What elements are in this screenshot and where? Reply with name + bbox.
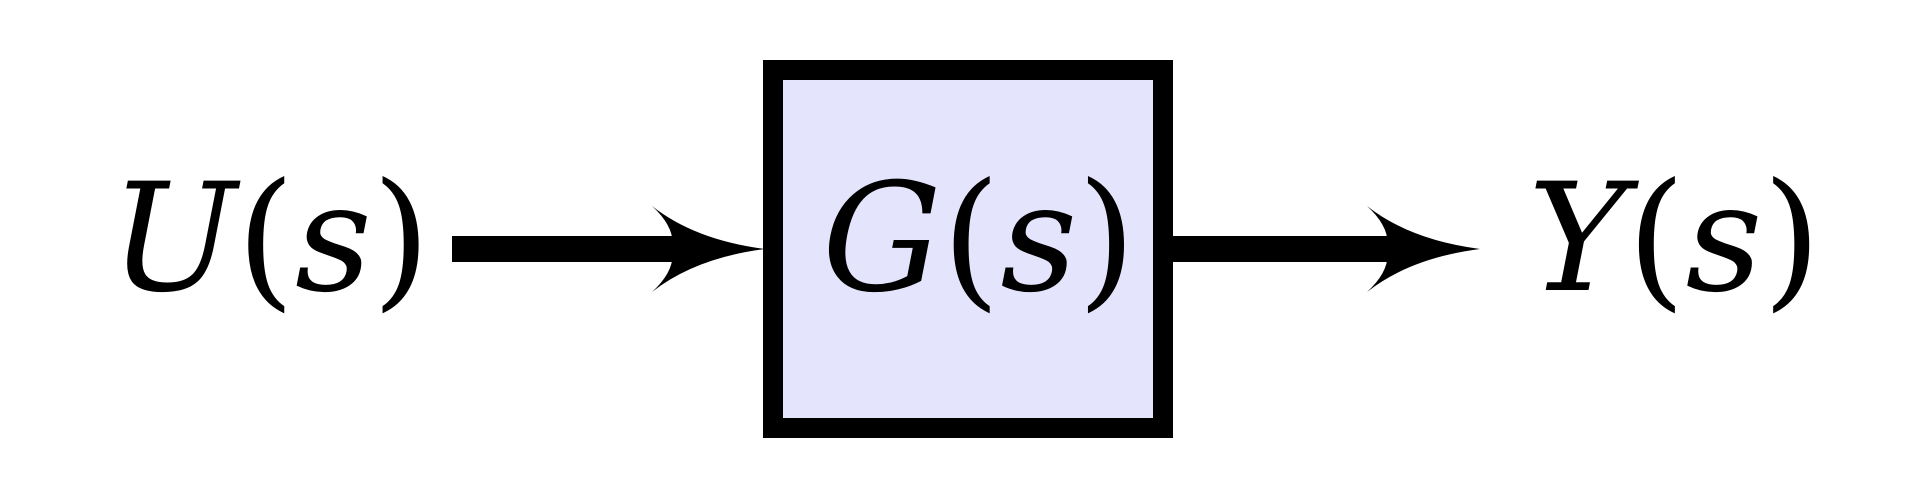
output-arrow <box>1173 206 1480 292</box>
block-open-paren: ( <box>942 152 1001 326</box>
output-variable: Y <box>1528 152 1639 326</box>
transfer-function-block <box>763 60 1173 438</box>
input-arrowhead <box>652 206 765 292</box>
output-argument: s <box>1686 152 1763 326</box>
block-argument: s <box>1000 152 1077 326</box>
block-label: G(s) <box>822 152 1136 326</box>
input-signal-label: U(s) <box>110 152 430 326</box>
input-variable: U <box>110 152 241 326</box>
block-close-paren: ) <box>1077 152 1136 326</box>
input-close-paren: ) <box>372 152 431 326</box>
block-variable: G <box>822 152 942 326</box>
input-argument: s <box>295 152 372 326</box>
output-arrowhead <box>1367 206 1480 292</box>
output-signal-label: Y(s) <box>1528 152 1821 326</box>
input-arrow <box>452 206 765 292</box>
output-arrow-shaft <box>1173 236 1398 262</box>
output-open-paren: ( <box>1627 152 1686 326</box>
input-open-paren: ( <box>236 152 295 326</box>
input-arrow-shaft <box>452 236 682 262</box>
output-close-paren: ) <box>1763 152 1822 326</box>
